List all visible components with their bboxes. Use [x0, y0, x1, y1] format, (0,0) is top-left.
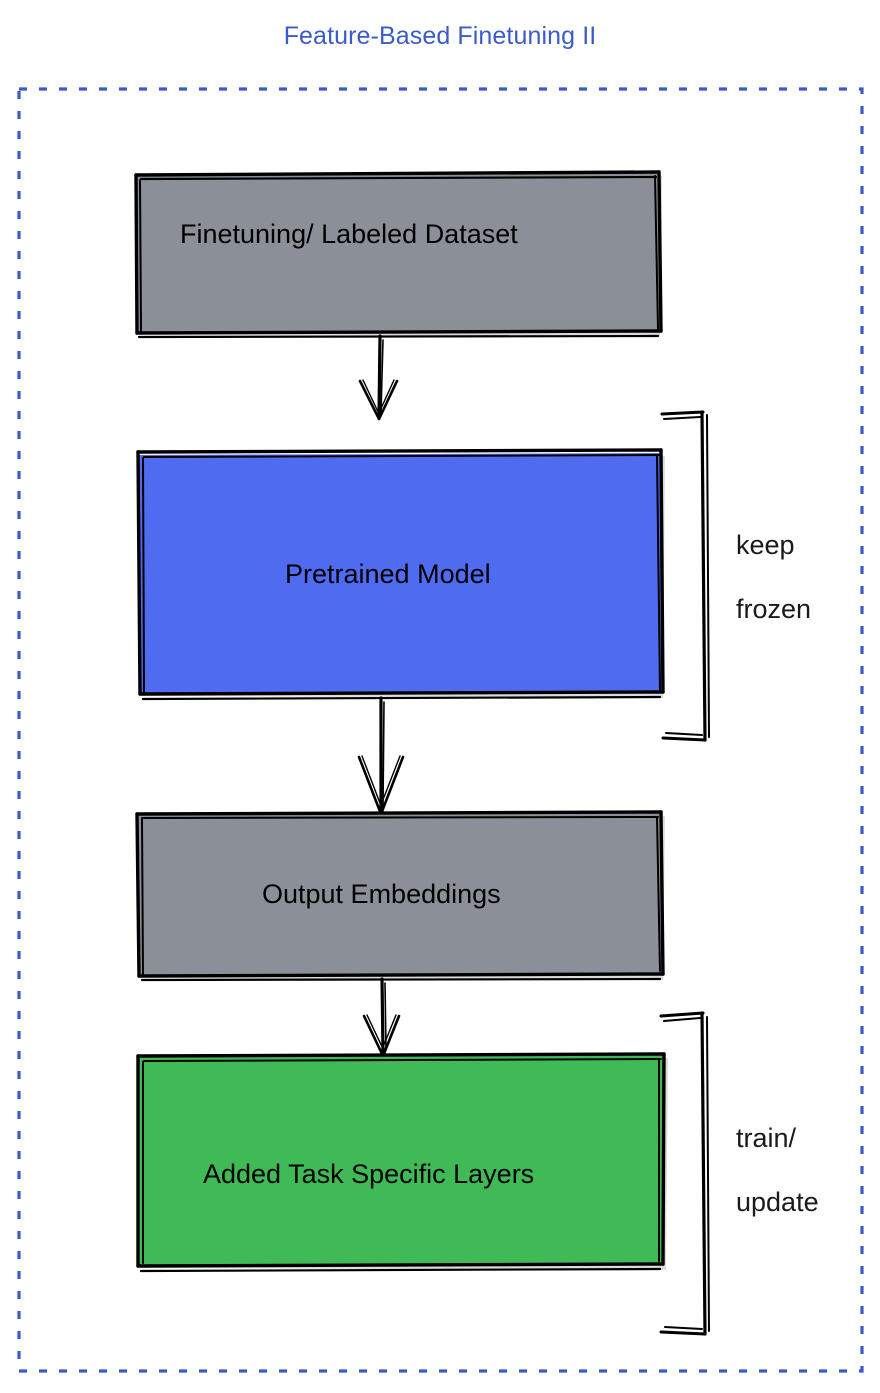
node-finetuning-dataset[interactable]: [134, 170, 663, 339]
annotation-keep-frozen-line2: frozen: [736, 593, 812, 624]
annotation-train-update-line2: update: [736, 1186, 819, 1217]
node-pretrained-model[interactable]: [136, 448, 665, 701]
page-title: Feature-Based Finetuning II: [283, 22, 597, 50]
edge-arrow-dataset-to-model: [358, 334, 399, 421]
node-label-pretrained-model: Pretrained Model: [285, 559, 491, 589]
bracket-keep-frozen: [660, 410, 710, 742]
node-output-embeddings[interactable]: [135, 810, 665, 982]
node-added-task-specific-layers[interactable]: [136, 1052, 668, 1273]
node-label-finetuning-dataset: Finetuning/ Labeled Dataset: [180, 219, 518, 249]
annotation-train-update-line1: train/: [736, 1122, 797, 1153]
annotation-keep-frozen: keep frozen: [736, 498, 811, 657]
edge-arrow-model-to-embeddings: [357, 696, 405, 816]
edge-arrow-embeddings-to-layers: [362, 977, 401, 1058]
annotation-train-update: train/ update: [736, 1091, 819, 1250]
node-label-output-embeddings: Output Embeddings: [262, 879, 501, 909]
bracket-train-update: [659, 1011, 710, 1336]
dashed-frame: [17, 87, 864, 1373]
annotation-keep-frozen-line1: keep: [736, 529, 795, 560]
node-label-added-task-specific-layers: Added Task Specific Layers: [203, 1159, 535, 1189]
